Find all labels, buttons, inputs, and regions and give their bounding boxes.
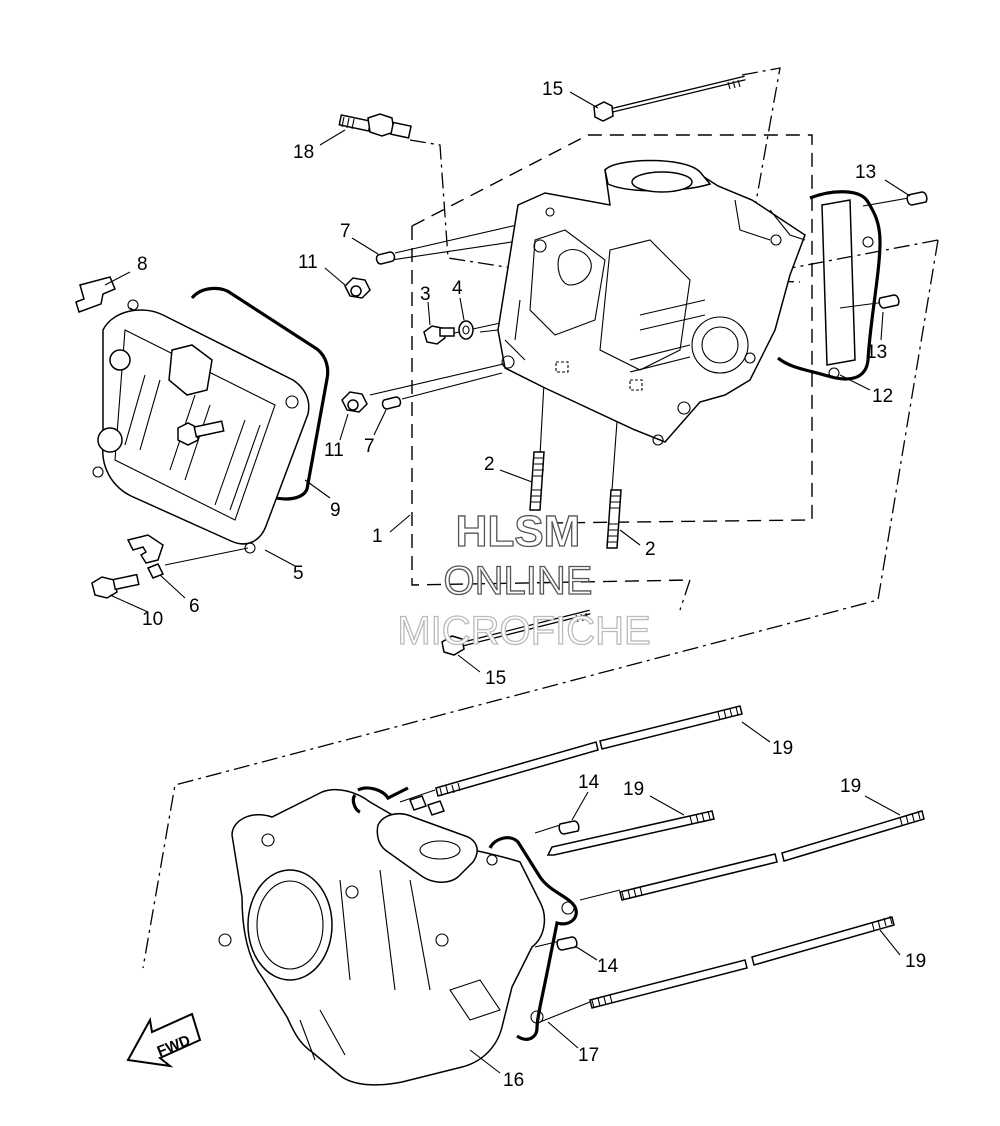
spark-plug-18 (338, 113, 412, 139)
dowel-14-upper (558, 820, 580, 835)
stud-19-d (589, 915, 895, 1009)
callout-11-lower: 11 (324, 440, 344, 461)
callout-13-upper: 13 (855, 162, 876, 183)
bolt-15-lower (441, 609, 591, 656)
stud-2-left (529, 451, 545, 511)
watermark: HLSM ONLINE MICROFICHE (397, 506, 652, 653)
head-cover-5 (92, 299, 310, 554)
callout-4: 4 (452, 278, 463, 299)
bolt-10 (91, 573, 140, 599)
callout-16: 16 (503, 1070, 524, 1091)
callout-13-lower: 13 (866, 342, 887, 363)
callout-10: 10 (142, 609, 163, 630)
callout-14-lower: 14 (597, 956, 619, 977)
stud-19-b (546, 810, 715, 856)
callout-9: 9 (330, 500, 341, 521)
callout-12: 12 (872, 386, 893, 407)
callout-3: 3 (420, 284, 431, 305)
cylinder-head-1 (497, 159, 806, 446)
callout-19-a: 19 (772, 738, 793, 759)
callout-19-c: 19 (840, 776, 861, 797)
callout-7-upper: 7 (340, 221, 351, 242)
callout-2-left: 2 (484, 454, 495, 475)
callout-6: 6 (189, 596, 200, 617)
callout-8: 8 (137, 254, 148, 275)
dowel-7-lower (381, 396, 402, 410)
bolt-11-lower (341, 391, 368, 413)
callout-11-upper: 11 (298, 252, 318, 273)
callout-15-top: 15 (542, 79, 563, 100)
callout-7-lower: 7 (364, 436, 375, 457)
stud-19-a (435, 705, 743, 797)
washer-4 (458, 320, 474, 340)
watermark-line-2: ONLINE (444, 559, 593, 603)
callout-numbers: 15 18 13 7 11 8 3 4 13 12 11 7 2 9 1 2 5… (137, 79, 926, 1091)
dowel-14-lower (556, 936, 578, 951)
callout-2-right: 2 (645, 539, 656, 560)
bolt-11-upper (344, 277, 371, 299)
watermark-line-1: HLSM (456, 507, 581, 556)
watermark-line-3: MICROFICHE (397, 609, 650, 653)
callout-14-upper: 14 (578, 772, 600, 793)
cylinder-gasket-17 (351, 786, 578, 1041)
callout-18: 18 (293, 142, 314, 163)
callout-5: 5 (293, 563, 304, 584)
bolt-15-top (593, 75, 746, 122)
callout-19-b: 19 (623, 779, 644, 800)
dowel-13-upper (906, 191, 928, 206)
gasket-12 (776, 190, 882, 381)
clip-6 (126, 534, 165, 579)
callout-15-lower: 15 (485, 668, 506, 689)
bolt-3 (423, 325, 455, 345)
dowel-13-lower (878, 294, 900, 309)
callout-17: 17 (578, 1045, 599, 1066)
callout-19-d: 19 (905, 951, 926, 972)
stud-2-right (606, 489, 622, 549)
stud-19-c (619, 810, 925, 901)
dowel-7-upper (375, 251, 396, 265)
fwd-arrow-icon: FWD (126, 1012, 202, 1068)
callout-leaders (104, 91, 911, 1074)
callout-1: 1 (372, 526, 383, 547)
cover-gasket-9 (190, 286, 330, 501)
cylinder-16 (218, 788, 546, 1086)
